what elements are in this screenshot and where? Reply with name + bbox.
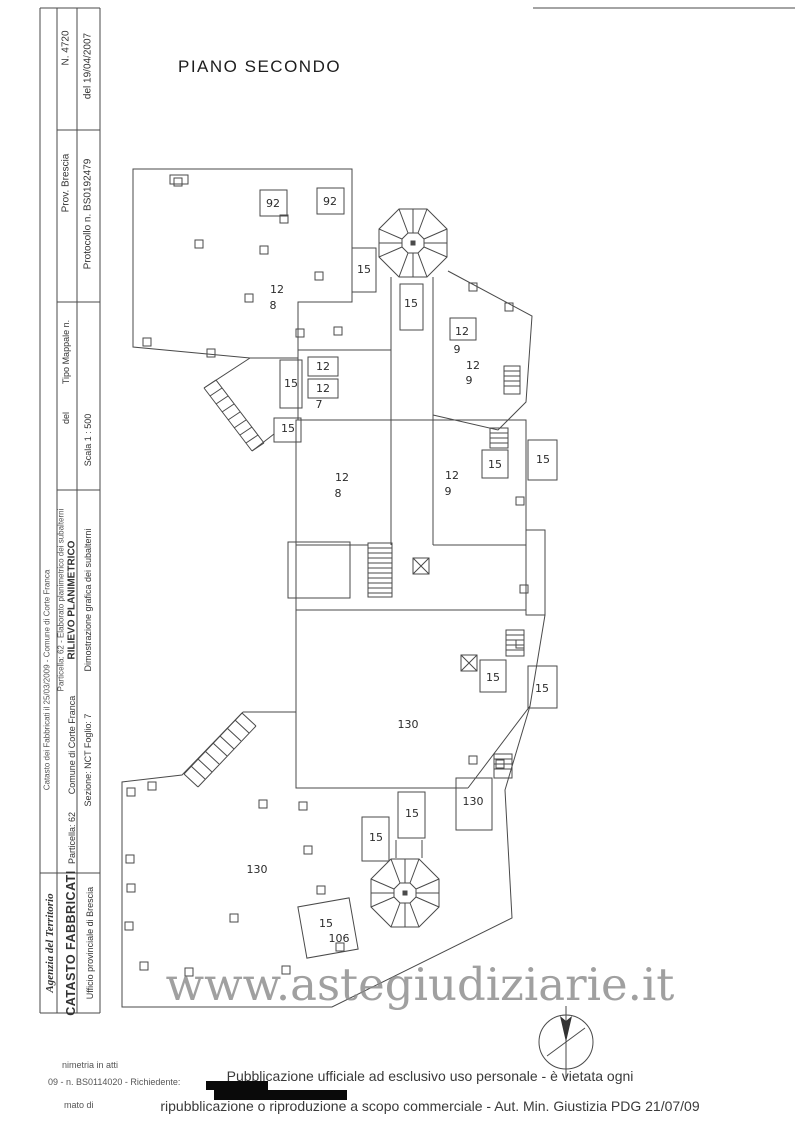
redaction-bar-1 (206, 1081, 268, 1090)
room-label: 12 (455, 325, 469, 338)
watermark-astegiudiziarie: www.astegiudiziarie.it (165, 958, 675, 1011)
comune-label: Comune di Corte Franca (67, 695, 77, 795)
room-label: 8 (335, 487, 342, 500)
room-labels: 92 92 15 15 12 8 12 9 12 9 12 12 7 15 15 12 8 12 9 15 15 15 15… (247, 195, 551, 945)
central-block (287, 419, 546, 616)
footer-fragment-2: 09 - n. BS0114020 - Richiedente: (48, 1077, 181, 1087)
room-label: 12 (316, 360, 330, 373)
page-title: PIANO SECONDO (178, 57, 342, 76)
hall-stem (390, 277, 434, 420)
scale-label: Scala 1 : 500 (83, 413, 93, 467)
room-label: 130 (247, 863, 268, 876)
terrace-bottom (121, 705, 531, 1008)
compass-rose (538, 1006, 594, 1078)
room-label: 15 (319, 917, 333, 930)
room-label: 7 (316, 398, 323, 411)
doc-date: del 19/04/2007 (82, 32, 94, 100)
dimostrazione-label: Dimostrazione grafica dei subalterni (83, 528, 93, 672)
room-label: 9 (445, 485, 452, 498)
sidebar-rules (39, 7, 795, 1014)
catasto-fabbricati-label: CATASTO FABBRICATI (64, 870, 78, 1016)
room-boxes (259, 187, 558, 959)
room-label: 8 (270, 299, 277, 312)
redaction-bar-2 (214, 1090, 347, 1100)
room-label: 15 (281, 422, 295, 435)
tipo-mappale: Tipo Mappale n. (61, 319, 71, 385)
stair-ramp-lower (183, 712, 257, 788)
tower-octagon-bottom (370, 840, 440, 928)
catasto-update-line: Catasto dei Fabbricati il 25/03/2009 - C… (42, 569, 52, 791)
room-label: 12 (316, 382, 330, 395)
room-label: 15 (357, 263, 371, 276)
footer-fragment-1: nimetria in atti (62, 1060, 119, 1070)
room-label: 9 (466, 374, 473, 387)
footer-line-1: Pubblicazione ufficiale ad esclusivo uso… (226, 1068, 634, 1084)
room-label: 15 (369, 831, 383, 844)
room-label: 15 (488, 458, 502, 471)
terrace-upper (132, 168, 391, 452)
room-label: 9 (454, 343, 461, 356)
footer-fragment-3: mato di (64, 1100, 94, 1110)
room-label: 15 (536, 453, 550, 466)
room-label: 15 (535, 682, 549, 695)
room-label: 15 (405, 807, 419, 820)
room-label: 130 (398, 718, 419, 731)
tipo-mappale-del: del (61, 411, 71, 425)
stair-ramp-upper (203, 379, 265, 452)
lower-block (295, 610, 546, 789)
rilievo-title: RILIEVO PLANIMETRICO (66, 540, 78, 660)
agenzia-territorio-logo: Agenzia del Territorio (44, 893, 56, 993)
room-label: 92 (266, 197, 280, 210)
doc-number: N. 4720 (60, 30, 72, 66)
province: Prov. Brescia (60, 153, 72, 213)
elaborato-line: Particella: 62 - Elaborato planimetrico … (56, 508, 66, 692)
room-label: 106 (329, 932, 350, 945)
room-label: 15 (284, 377, 298, 390)
ufficio-provinciale-label: Ufficio provinciale di Brescia (85, 886, 95, 1000)
room-label: 92 (323, 195, 337, 208)
footer-line-2: ripubblicazione o riproduzione a scopo c… (160, 1098, 700, 1114)
room-label: 12 (445, 469, 459, 482)
tower-octagon-top (378, 208, 448, 278)
particella-label: Particella: 62 (67, 811, 77, 865)
room-label: 130 (463, 795, 484, 808)
wing-upper-right (432, 270, 533, 431)
sezione-foglio-label: Sezione: NCT Foglio: 7 (83, 713, 93, 807)
pillar-squares (124, 177, 529, 977)
room-label: 15 (486, 671, 500, 684)
room-label: 15 (404, 297, 418, 310)
room-label: 12 (335, 471, 349, 484)
room-label: 12 (466, 359, 480, 372)
protocol-number: Protocollo n. BS0192479 (82, 158, 94, 270)
room-label: 12 (270, 283, 284, 296)
